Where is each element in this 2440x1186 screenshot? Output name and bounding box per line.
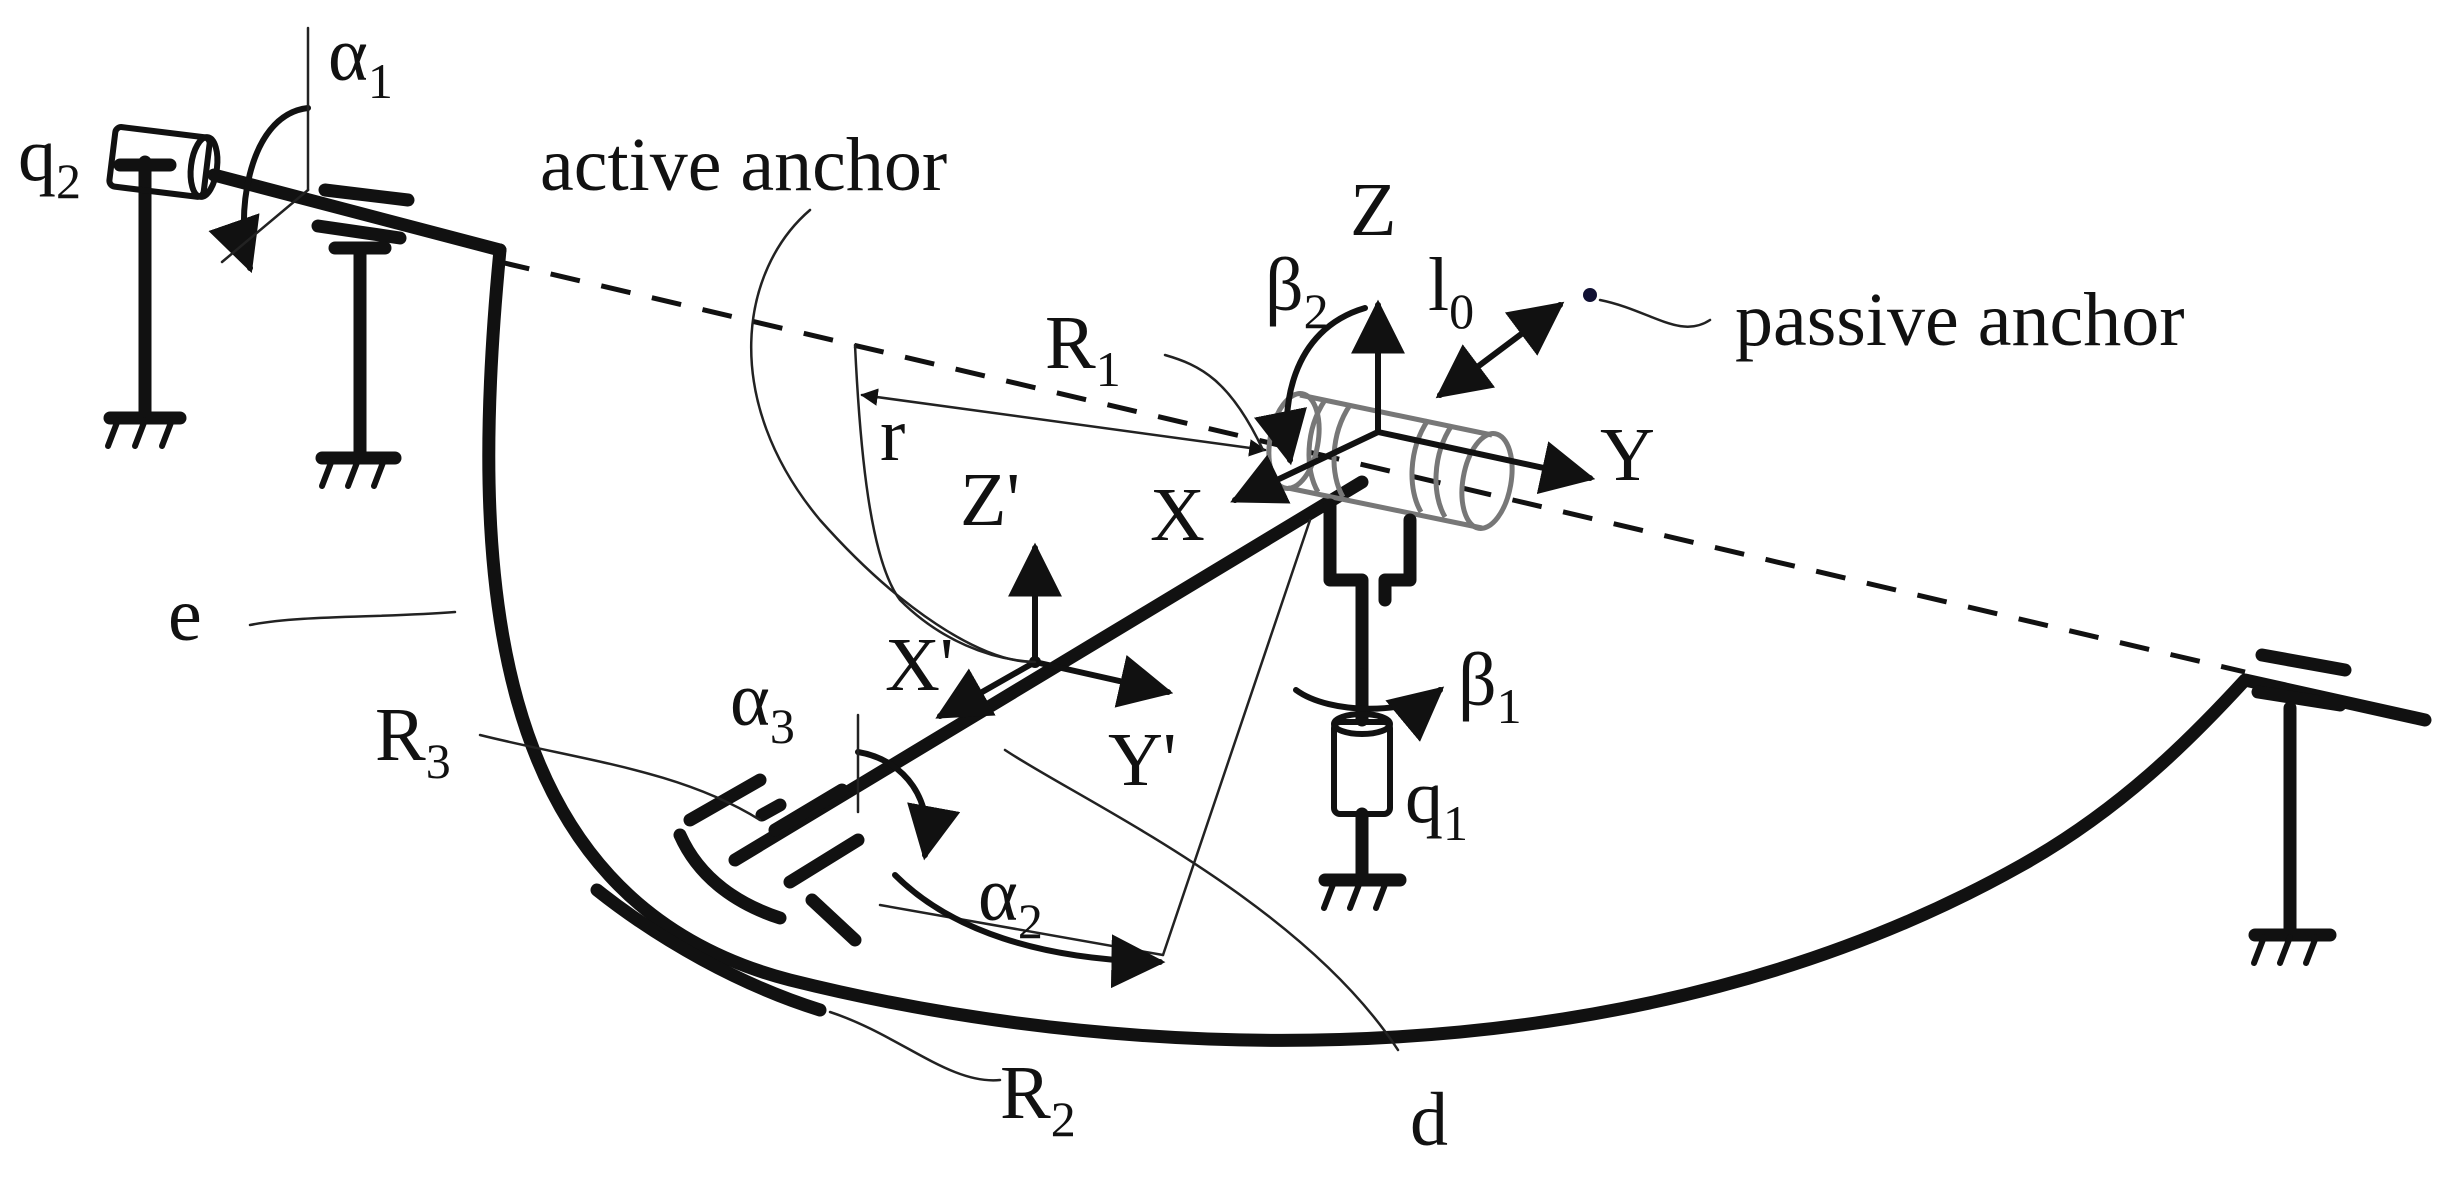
label-X: X xyxy=(1150,473,1205,557)
label-alpha3: α3 xyxy=(730,658,795,754)
alpha2-arc xyxy=(892,872,1166,989)
frame-xyz-prime xyxy=(935,542,1174,719)
label-R1: R1 xyxy=(1045,301,1121,397)
beta1-arc xyxy=(1293,686,1445,742)
label-r: r xyxy=(880,393,905,477)
label-d: d xyxy=(1410,1078,1448,1162)
label-l0: l0 xyxy=(1428,243,1474,339)
left-support-q2 xyxy=(103,155,187,449)
label-Zp: Z' xyxy=(960,458,1020,542)
label-Yp: Y' xyxy=(1108,718,1177,802)
motor-q2-cylinder xyxy=(106,124,221,200)
passive-anchor-point xyxy=(1583,288,1597,302)
label-beta2: β2 xyxy=(1265,243,1329,339)
label-Z: Z xyxy=(1350,168,1396,252)
dashed-reference-line xyxy=(499,259,2246,675)
label-active-anchor: active anchor xyxy=(540,123,947,207)
beta2-arc xyxy=(1254,305,1368,466)
left-support-bearing xyxy=(311,183,415,489)
leader-lines xyxy=(248,208,1712,1082)
central-cylinder xyxy=(1266,391,1515,531)
motor-q1-cylinder xyxy=(1318,711,1407,911)
label-R2: R2 xyxy=(1000,1051,1076,1147)
label-e: e xyxy=(168,573,202,657)
alpha3-arc xyxy=(855,749,961,861)
label-q2: q2 xyxy=(18,113,81,209)
cable-curve-e xyxy=(482,243,2432,1047)
alpha1-ref-line-2 xyxy=(220,188,310,264)
q2-arm xyxy=(207,168,507,257)
label-alpha1: α1 xyxy=(328,13,393,109)
q1-link xyxy=(1323,498,1417,727)
label-R3: R3 xyxy=(375,693,451,789)
label-Y: Y xyxy=(1600,413,1655,497)
label-beta1: β1 xyxy=(1458,638,1522,734)
label-Xp: X' xyxy=(885,623,954,707)
arc-R3 xyxy=(673,828,787,925)
label-q1: q1 xyxy=(1405,755,1468,851)
frame-xyz xyxy=(1230,299,1596,504)
label-passive-anchor: passive anchor xyxy=(1735,278,2185,362)
arc-R2 xyxy=(590,883,827,1017)
r-dimension xyxy=(860,388,1267,457)
right-support-bearing xyxy=(2248,648,2352,966)
label-alpha2: α2 xyxy=(978,853,1043,949)
alpha1-arc xyxy=(208,105,311,274)
l0-dimension xyxy=(1435,301,1565,399)
